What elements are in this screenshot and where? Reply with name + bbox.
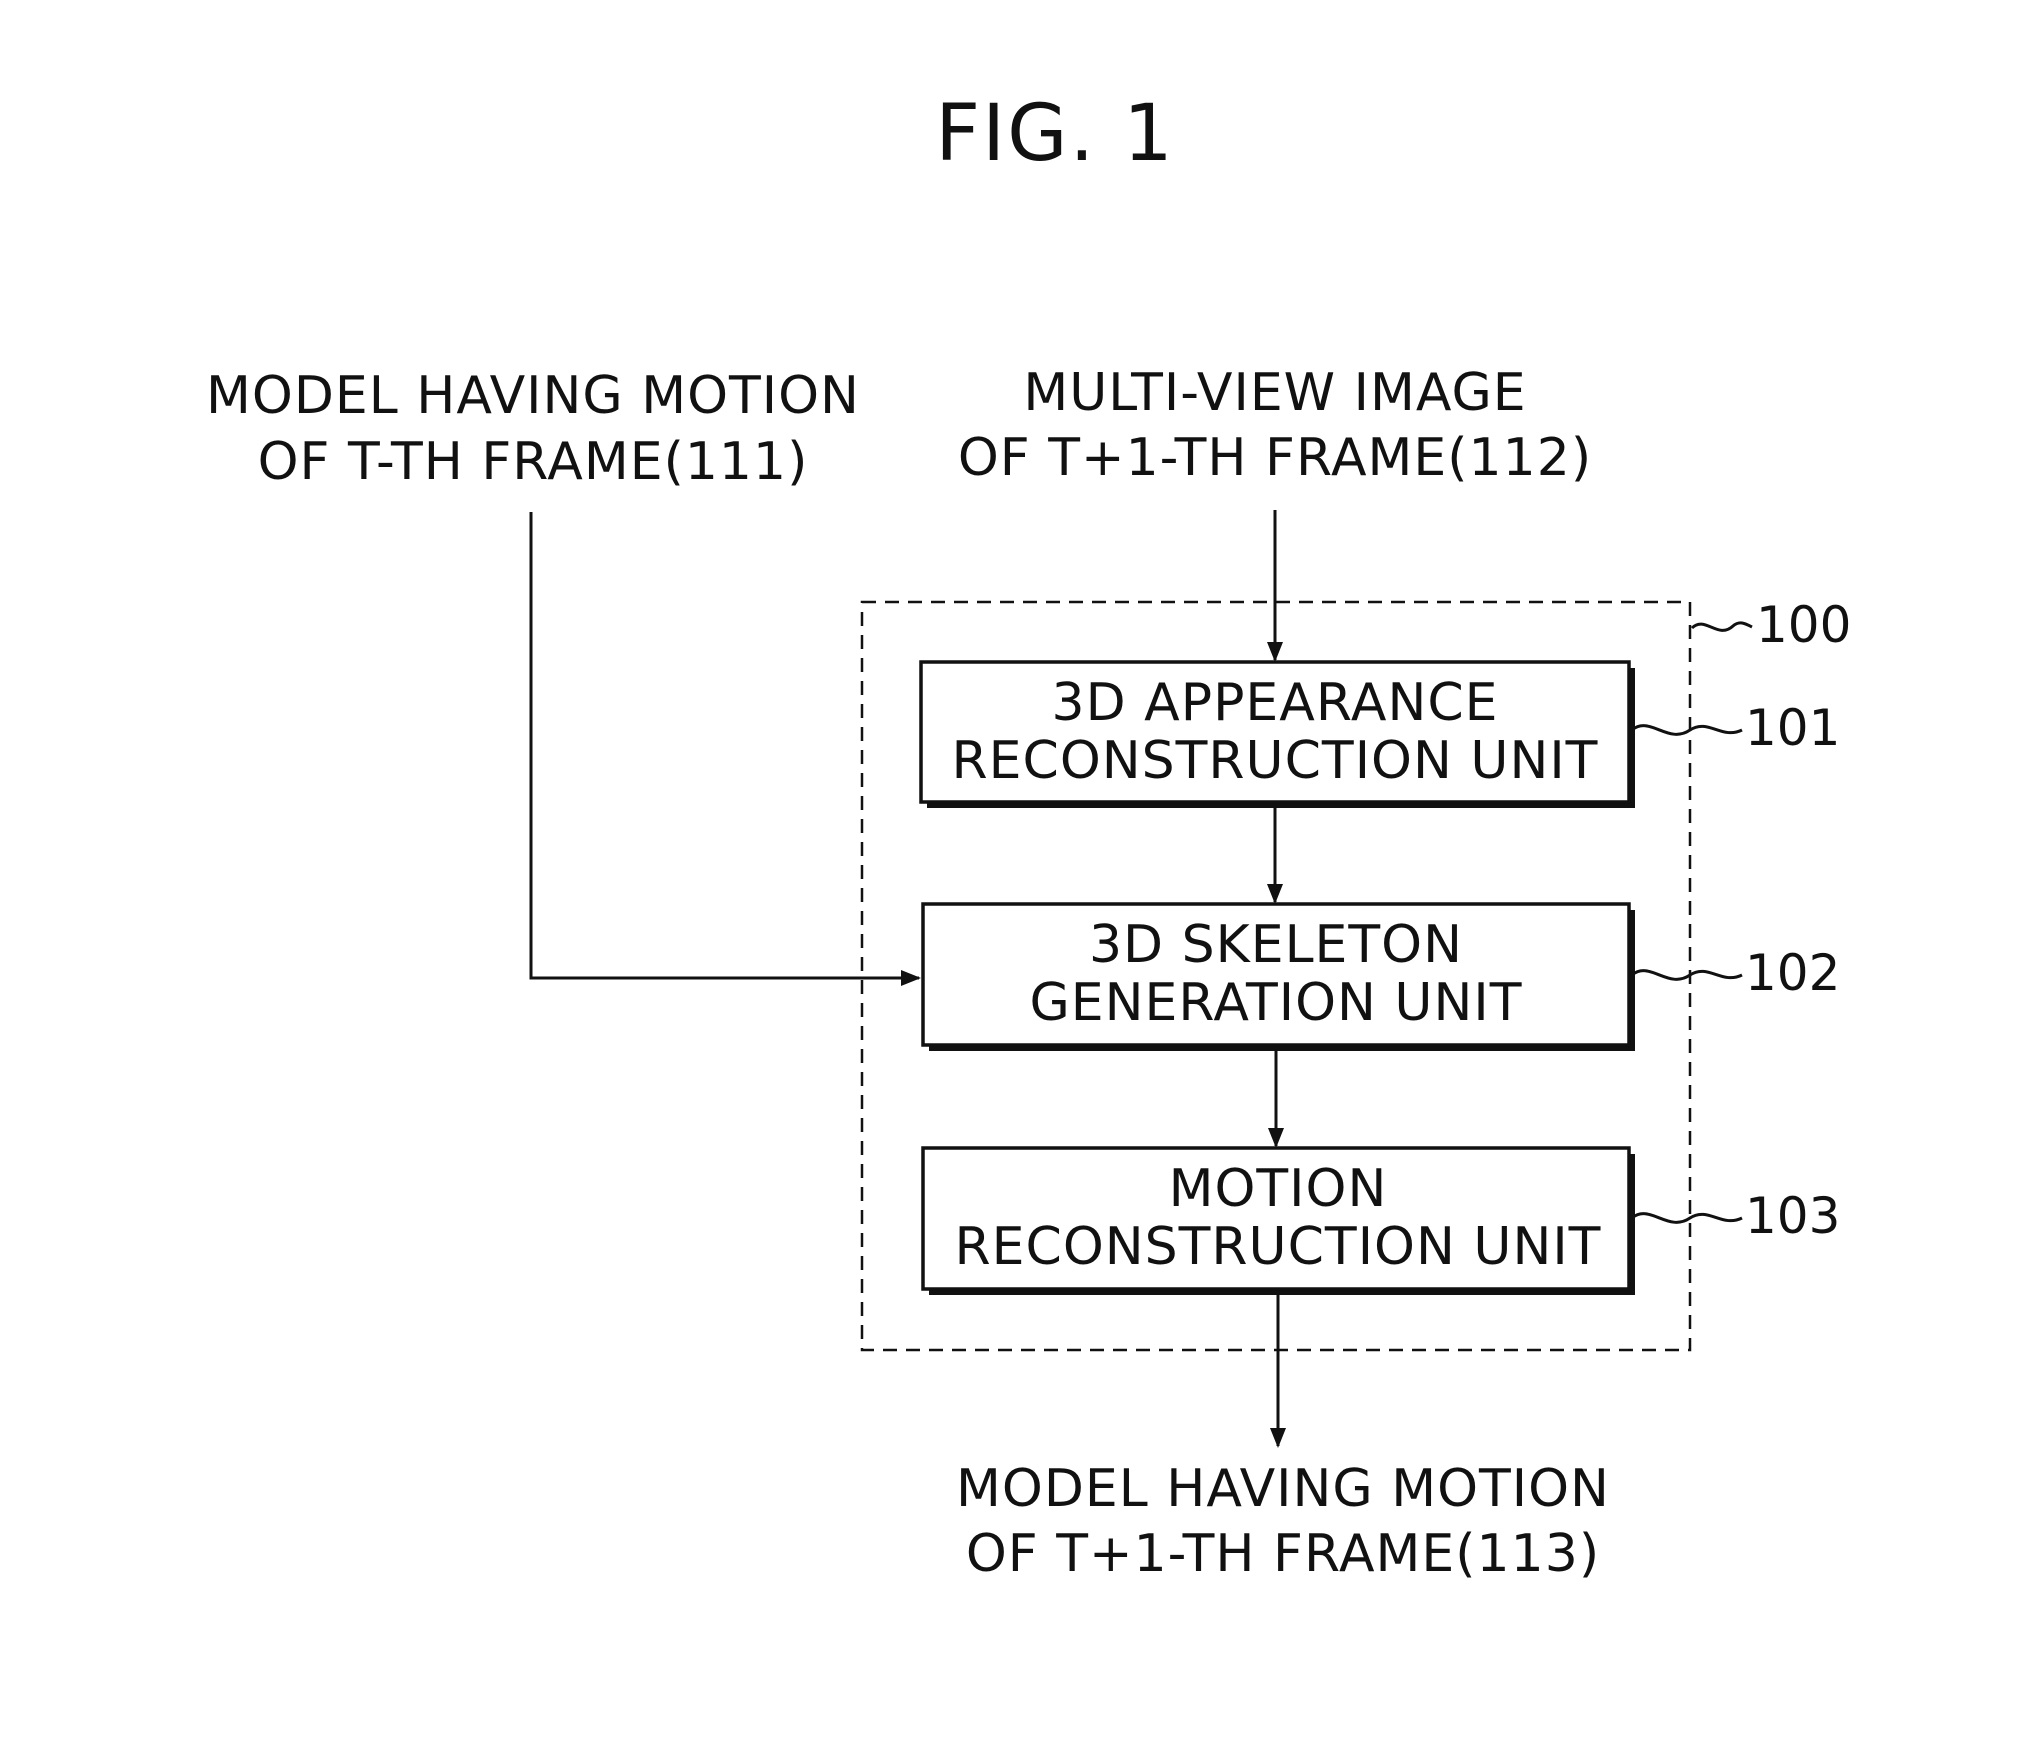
unit-101-ref: 101 [1745, 699, 1840, 757]
unit-103-line-2: RECONSTRUCTION UNIT [955, 1217, 1602, 1277]
unit-103-motion-reconstruction: MOTION RECONSTRUCTION UNIT [923, 1148, 1635, 1295]
unit-103-line-1: MOTION [1169, 1159, 1388, 1219]
unit-102-line-2: GENERATION UNIT [1030, 973, 1523, 1033]
unit-101-line-1: 3D APPEARANCE [1051, 673, 1498, 733]
figure-title: FIG. 1 [935, 89, 1175, 179]
input-model-t-line-2: OF T-TH FRAME(111) [258, 432, 809, 492]
unit-101-line-2: RECONSTRUCTION UNIT [952, 731, 1599, 791]
input-multiview-line-1: MULTI-VIEW IMAGE [1023, 363, 1526, 423]
unit-102-ref-leader [1632, 971, 1742, 980]
unit-102-skeleton-generation: 3D SKELETON GENERATION UNIT [923, 904, 1635, 1051]
unit-102-ref: 102 [1745, 944, 1840, 1002]
input-model-t-line-1: MODEL HAVING MOTION [206, 366, 860, 426]
input-model-t-label: MODEL HAVING MOTION OF T-TH FRAME(111) [206, 366, 860, 492]
output-model-t1-line-2: OF T+1-TH FRAME(113) [966, 1524, 1600, 1584]
system-ref-leader [1692, 623, 1752, 631]
unit-103-ref: 103 [1745, 1187, 1840, 1245]
output-model-t1-line-1: MODEL HAVING MOTION [956, 1459, 1610, 1519]
arrow-model-t-to-102 [531, 512, 919, 978]
unit-101-appearance-reconstruction: 3D APPEARANCE RECONSTRUCTION UNIT [921, 662, 1635, 808]
output-model-t1-label: MODEL HAVING MOTION OF T+1-TH FRAME(113) [956, 1459, 1610, 1584]
unit-101-ref-leader [1632, 726, 1742, 735]
unit-102-line-1: 3D SKELETON [1089, 915, 1463, 975]
input-multiview-line-2: OF T+1-TH FRAME(112) [958, 428, 1592, 488]
system-ref: 100 [1756, 596, 1851, 654]
unit-103-ref-leader [1632, 1214, 1742, 1223]
input-multiview-label: MULTI-VIEW IMAGE OF T+1-TH FRAME(112) [958, 363, 1592, 488]
